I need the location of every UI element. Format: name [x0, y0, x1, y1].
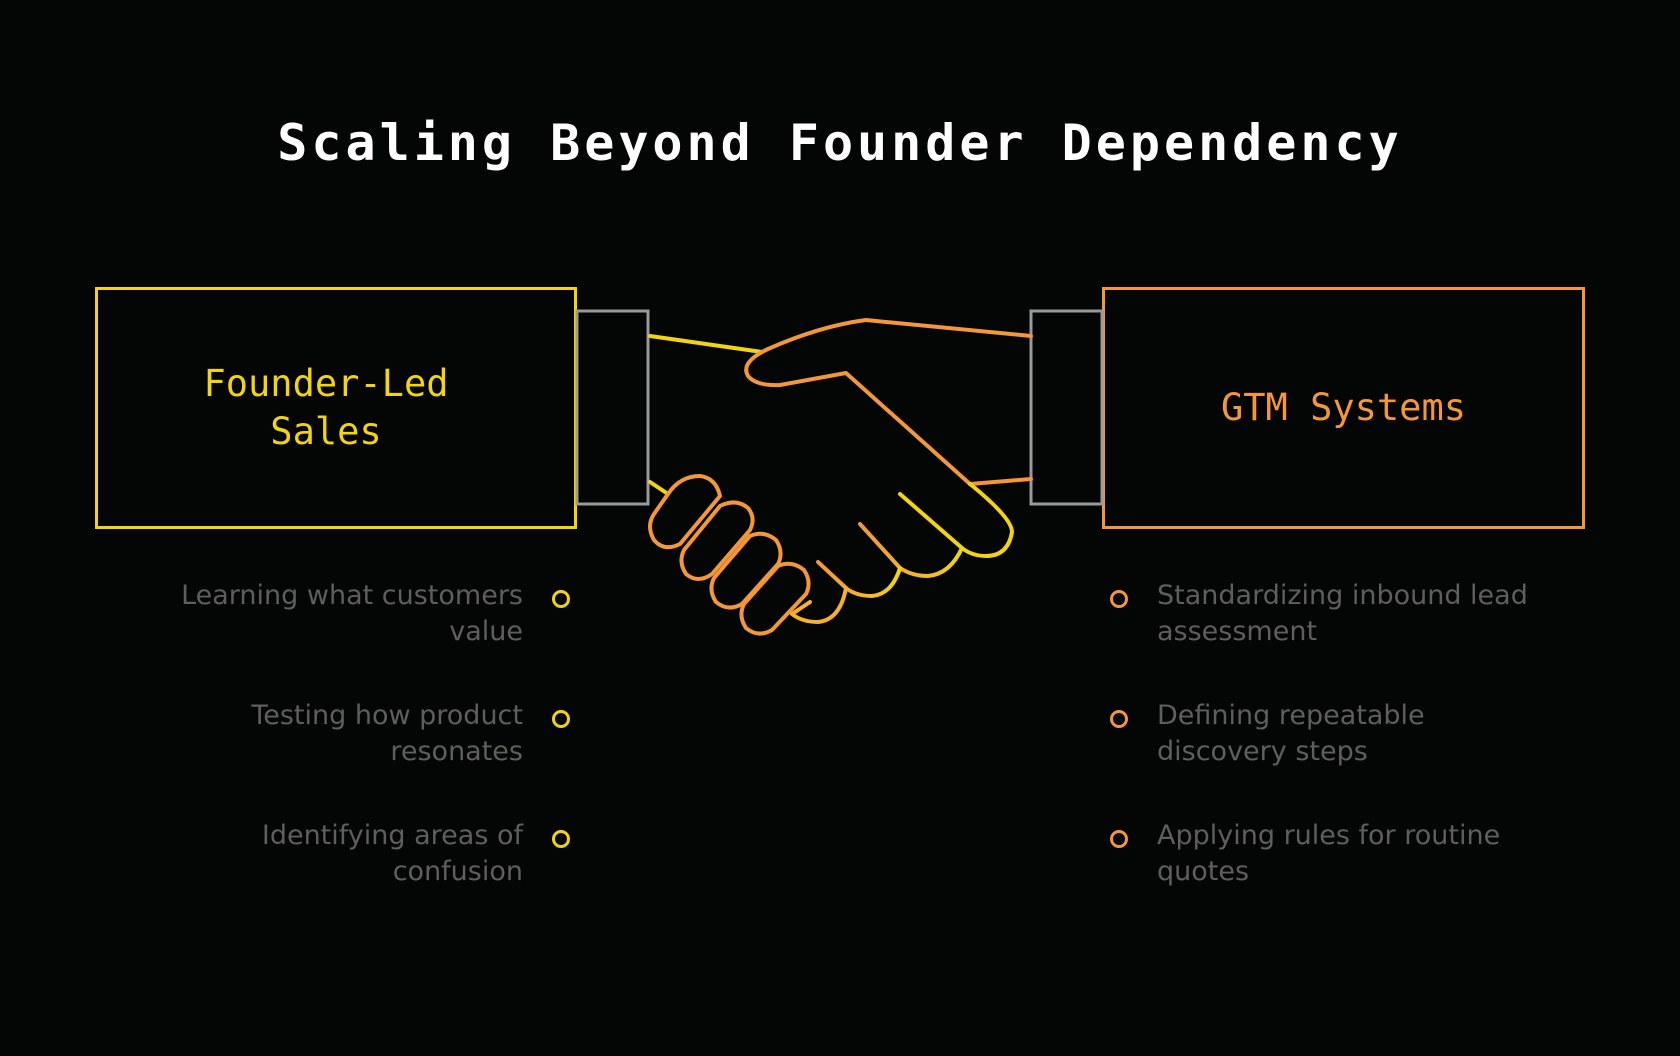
orange-knuckle-3 — [709, 531, 783, 610]
right-hand-bottom-line — [968, 477, 1033, 486]
left-cuff — [575, 309, 650, 506]
list-item: Learning what customers value — [140, 578, 570, 698]
founder-led-sales-list: Learning what customers value Testing ho… — [140, 578, 570, 938]
page-title: Scaling Beyond Founder Dependency — [277, 114, 1403, 172]
gtm-systems-box: GTM Systems — [1102, 287, 1585, 529]
circle-bullet-icon — [1110, 830, 1128, 848]
yellow-finger-4 — [790, 586, 848, 624]
founder-led-sales-box: Founder-Led Sales — [95, 287, 577, 529]
list-item-text: Identifying areas of confusion — [261, 820, 523, 887]
circle-bullet-icon — [552, 590, 570, 608]
list-item-text: Testing how product resonates — [251, 700, 523, 767]
circle-bullet-icon — [1110, 710, 1128, 728]
orange-knuckle-4 — [739, 561, 811, 636]
list-item: Testing how product resonates — [140, 698, 570, 818]
list-item: Defining repeatable discovery steps — [1110, 698, 1550, 818]
gtm-systems-list: Standardizing inbound lead assessment De… — [1110, 578, 1550, 938]
circle-bullet-icon — [1110, 590, 1128, 608]
list-item-text: Learning what customers value — [181, 580, 523, 647]
list-item: Applying rules for routine quotes — [1110, 818, 1550, 938]
right-hand-top — [744, 318, 1033, 486]
list-item: Identifying areas of confusion — [140, 818, 570, 938]
left-hand-top-line — [648, 334, 764, 354]
list-item-text: Defining repeatable discovery steps — [1157, 700, 1425, 767]
yellow-finger-2 — [858, 522, 964, 578]
orange-knuckle-1 — [648, 474, 722, 550]
yellow-finger-3 — [816, 560, 902, 598]
circle-bullet-icon — [552, 830, 570, 848]
orange-knuckle-2 — [679, 500, 755, 581]
founder-led-sales-label: Founder-Led Sales — [203, 362, 449, 453]
circle-bullet-icon — [552, 710, 570, 728]
yellow-finger-1 — [898, 482, 1014, 558]
list-item-text: Standardizing inbound lead assessment — [1157, 580, 1528, 647]
right-cuff — [1029, 309, 1104, 506]
left-hand-bottom-line — [648, 480, 670, 496]
list-item-text: Applying rules for routine quotes — [1157, 820, 1501, 887]
list-item: Standardizing inbound lead assessment — [1110, 578, 1550, 698]
gtm-systems-label: GTM Systems — [1220, 386, 1467, 429]
